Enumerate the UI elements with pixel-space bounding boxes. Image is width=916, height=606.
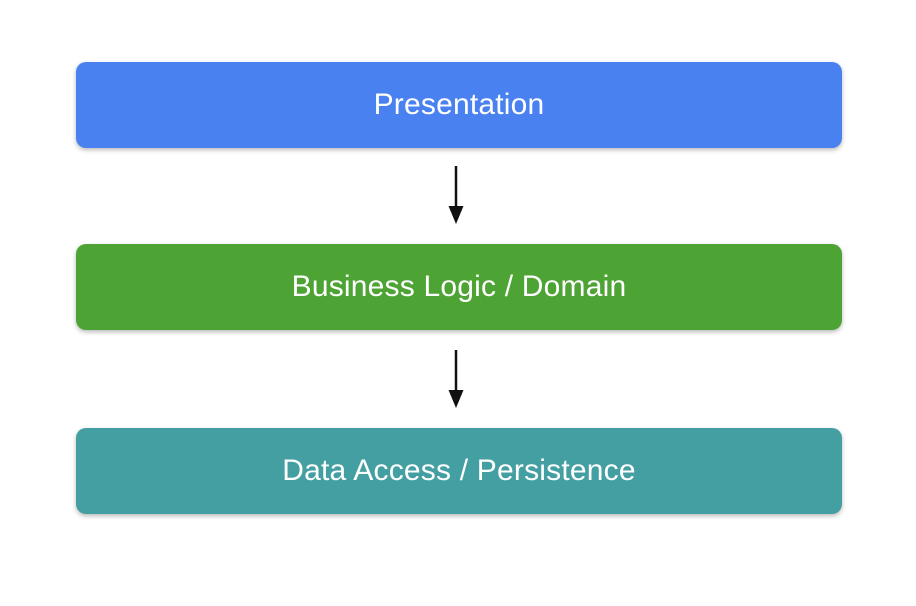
arrow-head <box>448 390 464 408</box>
layer-label-data-access: Data Access / Persistence <box>282 454 636 487</box>
layer-label-presentation: Presentation <box>373 88 545 121</box>
layer-box-presentation: Presentation <box>76 62 842 148</box>
layer-box-business-logic: Business Logic / Domain <box>76 244 842 330</box>
layer-label-business-logic: Business Logic / Domain <box>291 270 627 303</box>
arrow-down-icon <box>448 350 464 408</box>
arrow-head <box>448 206 464 224</box>
arrow-down-icon <box>448 166 464 224</box>
layer-box-data-access: Data Access / Persistence <box>76 428 842 514</box>
